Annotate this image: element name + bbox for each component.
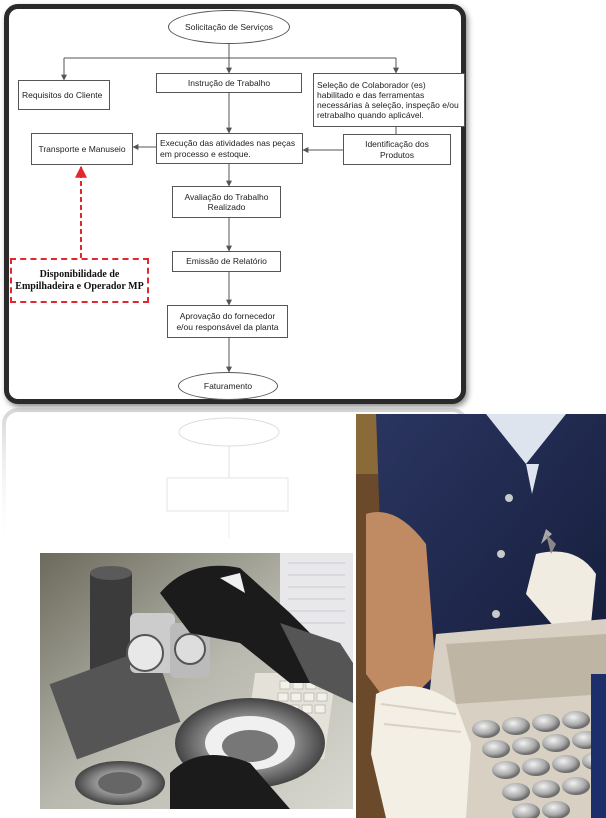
parts-handling-photo (356, 414, 606, 818)
collaborator-selection-box: Seleção de Colaborador (es) habilitado e… (313, 73, 465, 127)
execution-box: Execução das atividades nas peças em pro… (156, 133, 303, 164)
report-emission-box: Emissão de Relatório (172, 251, 281, 272)
end-node: Faturamento (178, 372, 278, 400)
start-node: Solicitação de Serviços (168, 10, 290, 44)
forklift-availability-box: Disponibilidade de Empilhadeira e Operad… (10, 258, 149, 303)
client-requirements-box: Requisitos do Cliente (18, 80, 110, 110)
approval-box: Aprovação do fornecedor e/ou responsável… (167, 305, 288, 338)
product-identification-box: Identificação dos Produtos (343, 134, 451, 165)
work-evaluation-box: Avaliação do Trabalho Realizado (172, 186, 281, 218)
bearing-inspection-photo (40, 553, 353, 809)
transport-box: Transporte e Manuseio (31, 133, 133, 165)
flowchart-connectors (61, 44, 399, 373)
work-instruction-box: Instrução de Trabalho (156, 73, 302, 93)
